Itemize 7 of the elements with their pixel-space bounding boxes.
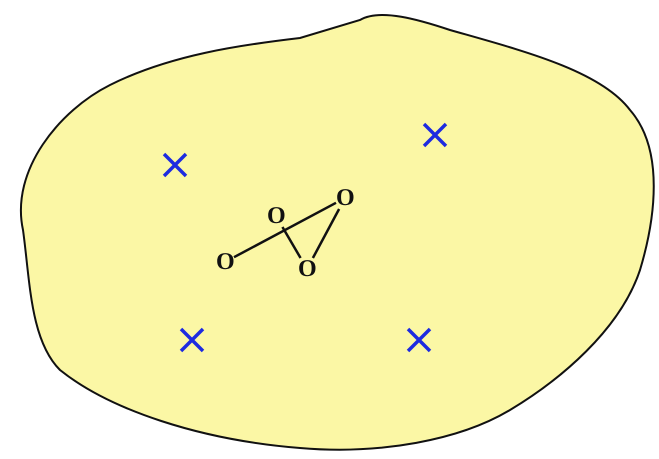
point-label: O (298, 258, 316, 280)
connector-line (312, 208, 340, 259)
point-label: O (336, 187, 354, 209)
connector-line (281, 226, 302, 259)
connector-line (233, 202, 337, 258)
point-label: O (267, 205, 285, 227)
point-label: O (216, 251, 234, 273)
